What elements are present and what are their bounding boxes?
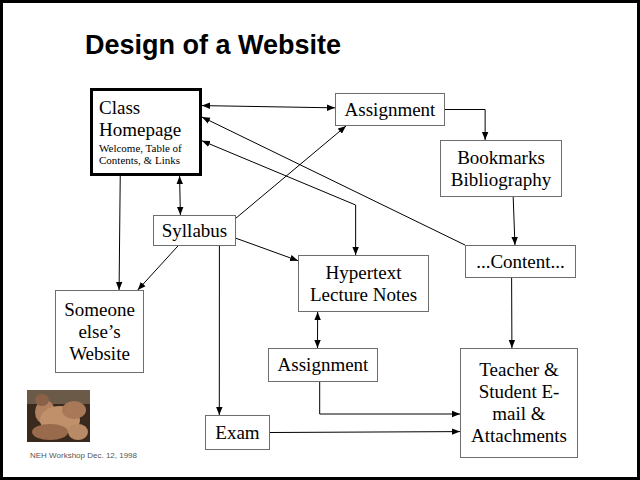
box-label: Bookmarks Bibliography <box>447 147 555 191</box>
link-arrow <box>202 106 335 108</box>
link-arrow <box>219 246 220 415</box>
box-label: Exam <box>215 422 259 444</box>
box-label: Class Homepage <box>99 97 193 141</box>
footer-note: NEH Workshop Dec. 12, 1998 <box>30 451 137 460</box>
box-note: Welcome, Table of Contents, & Links <box>99 142 193 166</box>
link-arrow <box>511 278 512 348</box>
page-box: Bookmarks Bibliography <box>440 140 562 197</box>
homepage-box: Class HomepageWelcome, Table of Contents… <box>90 88 202 176</box>
page-box: ...Content... <box>465 245 576 278</box>
link-arrow <box>119 176 120 290</box>
page-box: Assignment <box>268 348 378 382</box>
diagram-title: Design of a Website <box>85 30 341 61</box>
link-arrow <box>270 431 460 433</box>
email-box: Teacher & Student E-mail & Attachments <box>460 348 578 458</box>
link-arrow <box>513 197 515 245</box>
link-arrow <box>236 126 346 218</box>
link-arrow <box>236 238 298 260</box>
link-arrow <box>445 110 485 141</box>
page-box: Hypertext Lecture Notes <box>298 255 429 312</box>
box-label: Hypertext Lecture Notes <box>305 262 422 306</box>
page-box: Syllabus <box>153 215 236 246</box>
link-arrow <box>317 312 318 348</box>
box-label: Assignment <box>345 99 436 121</box>
box-label: Teacher & Student E-mail & Attachments <box>467 359 571 447</box>
link-arrow <box>179 176 181 215</box>
link-arrow <box>138 246 178 290</box>
page-box: Exam <box>205 415 270 450</box>
box-label: Syllabus <box>162 220 227 242</box>
box-label: Assignment <box>278 354 369 376</box>
page-box: Assignment <box>335 93 445 126</box>
figure-painting <box>27 390 90 442</box>
link-arrow <box>320 382 460 414</box>
box-label: Someone else’s Website <box>62 299 137 365</box>
box-label: ...Content... <box>476 251 565 273</box>
external-box: Someone else’s Website <box>55 290 144 373</box>
link-arrow <box>202 117 465 245</box>
